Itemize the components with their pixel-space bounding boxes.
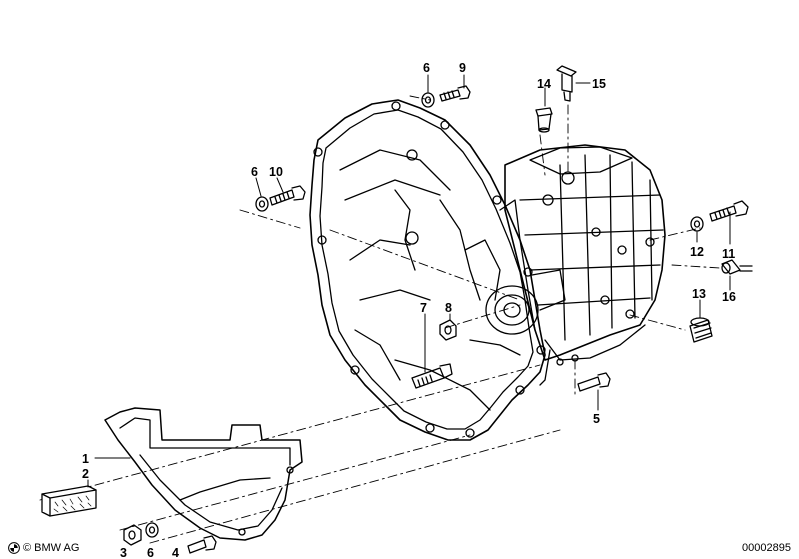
breather-part-15 [556, 65, 577, 102]
rubber-block-part [41, 485, 97, 517]
callout-11: 11 [722, 247, 735, 261]
washer-part-6-left [255, 196, 269, 212]
document-number: 00002895 [742, 542, 791, 554]
assembly-guide-lines [39, 95, 721, 544]
callout-2: 2 [82, 467, 89, 481]
callout-labels: 1 2 3 4 5 6 6 6 7 8 9 10 11 12 13 14 15 … [82, 61, 736, 559]
stud-part-7 [411, 363, 453, 389]
bolt-part-10 [269, 185, 306, 206]
callout-10: 10 [269, 165, 283, 179]
dust-cover-plate [104, 407, 303, 541]
callout-6-left: 6 [251, 165, 258, 179]
callout-6-top: 6 [423, 61, 430, 75]
callout-13: 13 [692, 287, 706, 301]
callout-6-bottom: 6 [147, 546, 154, 559]
callout-15: 15 [592, 77, 606, 91]
plug-part-14 [535, 107, 553, 133]
washer-part-6-top [421, 92, 435, 108]
plug-part-13 [689, 317, 713, 343]
callout-16: 16 [722, 290, 736, 304]
brand-copyright: © BMW AG [8, 542, 79, 554]
bolt-part-4 [187, 535, 217, 554]
washer-part-6-bottom [145, 522, 159, 538]
callout-4: 4 [172, 546, 179, 559]
copyright-text: © BMW AG [23, 542, 80, 554]
bolt-part-11 [709, 200, 749, 222]
bolt-part-9 [439, 85, 471, 102]
nut-part-3 [123, 524, 142, 546]
switch-part-16 [721, 259, 753, 275]
callout-3: 3 [120, 546, 127, 559]
callout-1: 1 [82, 452, 89, 466]
callout-9: 9 [459, 61, 466, 75]
gearbox-case [499, 144, 666, 386]
callout-14: 14 [537, 77, 551, 91]
callout-7: 7 [420, 301, 427, 315]
washer-part-12 [690, 216, 704, 232]
bell-housing [309, 99, 546, 441]
callout-12: 12 [690, 245, 704, 259]
leader-lines [87, 74, 731, 488]
callout-5: 5 [593, 412, 600, 426]
nut-part-8 [439, 319, 457, 341]
bolt-part-5 [577, 372, 611, 392]
callout-8: 8 [445, 301, 452, 315]
bmw-roundel-icon [8, 542, 20, 554]
